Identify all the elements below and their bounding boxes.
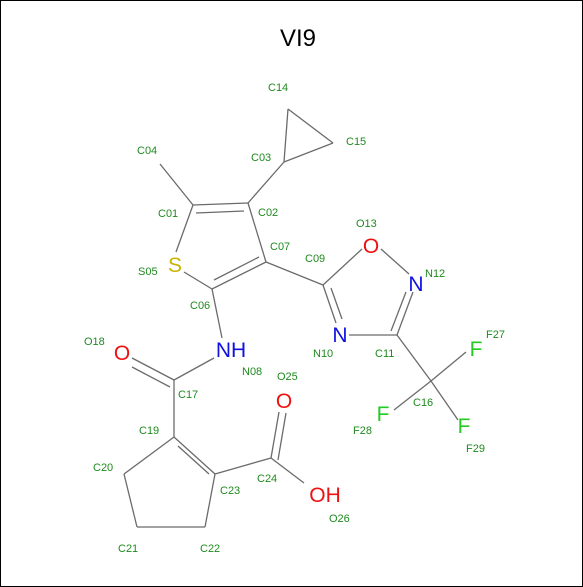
atom-label: C06 <box>190 300 210 312</box>
atom-label: O25 <box>277 371 298 383</box>
atom-label: F28 <box>353 425 372 437</box>
atom-label: N12 <box>425 268 445 280</box>
element-F29: F <box>458 415 471 438</box>
atom-labels: C14 C15 C03 C04 C01 C02 O13 C07 C09 N12 … <box>84 82 505 555</box>
bonds <box>123 108 467 528</box>
element-N10: N <box>332 324 347 347</box>
atom-label: C03 <box>251 152 271 164</box>
atom-label: O18 <box>84 336 105 348</box>
element-O26: OH <box>309 484 341 507</box>
atom-label: C01 <box>158 208 178 220</box>
atom-label: O26 <box>329 513 350 525</box>
element-O18: O <box>114 342 130 365</box>
element-N12: N <box>408 273 423 296</box>
molecule-title: VI9 <box>280 25 316 52</box>
atom-label: S05 <box>138 266 158 278</box>
atom-label: C04 <box>137 145 157 157</box>
atom-label: C24 <box>257 473 277 485</box>
element-S05: S <box>168 254 182 277</box>
atom-label: C15 <box>346 136 366 148</box>
atom-label: C09 <box>305 253 325 265</box>
atom-label: F29 <box>466 443 485 455</box>
atom-label: C16 <box>413 397 433 409</box>
atom-label: C02 <box>258 207 278 219</box>
element-symbols: S O N N NH O O OH F F F <box>114 235 483 507</box>
atom-label: C21 <box>118 543 138 555</box>
element-O25: O <box>276 390 292 413</box>
atom-label: C07 <box>270 241 290 253</box>
element-N08: NH <box>216 339 246 362</box>
atom-label: C20 <box>93 462 113 474</box>
atom-label: C19 <box>139 425 159 437</box>
atom-label: F27 <box>486 329 505 341</box>
atom-label: N10 <box>313 348 333 360</box>
atom-label: C17 <box>178 389 198 401</box>
element-F27: F <box>470 338 483 361</box>
atom-label: N08 <box>242 366 262 378</box>
element-O13: O <box>363 235 379 258</box>
atom-label: C14 <box>268 82 288 94</box>
atom-label: O13 <box>356 218 377 230</box>
atom-label: C23 <box>220 485 240 497</box>
atom-label: C22 <box>200 543 220 555</box>
atom-label: C11 <box>375 348 394 360</box>
element-F28: F <box>377 403 390 426</box>
